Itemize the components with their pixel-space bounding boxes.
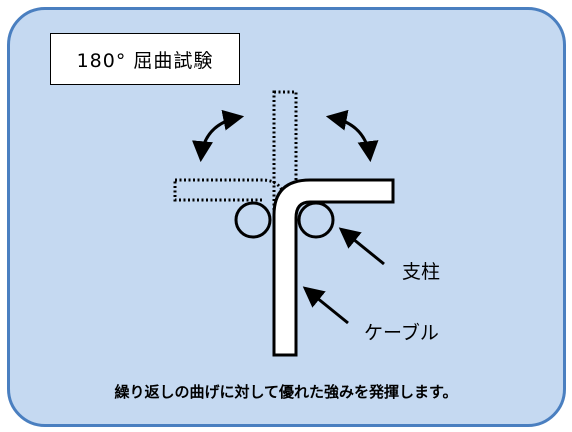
title-text: 180° 屈曲試験 <box>76 49 214 72</box>
support-roller-left <box>234 201 272 239</box>
cable-label: ケーブル <box>364 322 439 344</box>
cable-bent-left-dotted <box>173 178 287 210</box>
cable-pointer-arrow <box>302 286 349 325</box>
support-roller-right <box>297 201 335 239</box>
caption: 繰り返しの曲げに対して優れた強みを発揮します。 <box>114 383 458 401</box>
support-label: 支柱 <box>402 261 441 283</box>
title-box: 180° 屈曲試験 <box>50 33 240 85</box>
curved-arrow-left-icon <box>192 109 245 163</box>
support-pointer-arrow <box>338 227 385 266</box>
cable-solid <box>272 178 395 357</box>
curved-arrow-right-icon <box>325 109 379 163</box>
